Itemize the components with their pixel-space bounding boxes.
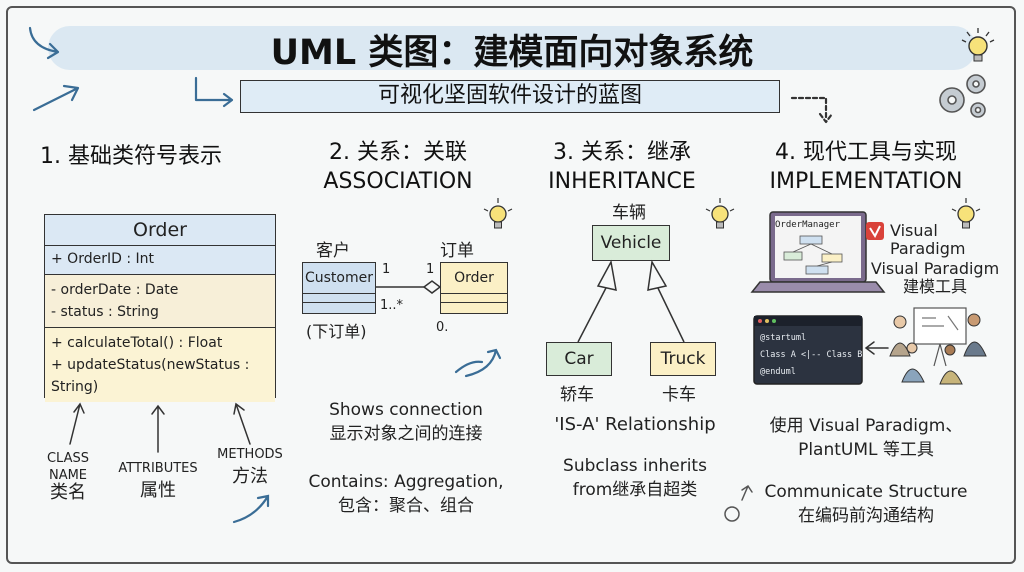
cycle-arrow-icon xyxy=(454,348,502,378)
elbow-arrow-icon xyxy=(194,76,234,108)
arrow-up-right-icon xyxy=(32,84,80,112)
vehicle-label-cn: 车辆 xyxy=(612,203,646,223)
car-label-cn: 轿车 xyxy=(560,385,594,405)
truck-class-box: Truck xyxy=(650,342,716,376)
attribute-status: - status : String xyxy=(51,304,159,320)
attribute-orderid: + OrderID : Int xyxy=(51,251,154,267)
plantuml-code: @startuml Class A <|-- Class B @enduml xyxy=(760,330,862,381)
code-line-2: Class A <|-- Class B xyxy=(760,350,863,360)
attribute-orderdate: - orderDate : Date xyxy=(51,282,179,298)
inheritance-triangle-icon xyxy=(596,259,617,291)
code-line-3: @enduml xyxy=(760,367,796,377)
label-methods: METHODS 方法 xyxy=(217,447,283,487)
inheritance-triangle-icon xyxy=(647,259,668,291)
lightbulb-icon-s4 xyxy=(951,198,981,229)
order-class-box: Order + OrderID : Int - orderDate : Date… xyxy=(44,214,276,402)
visual-paradigm-name: Visual Paradigm xyxy=(890,221,966,258)
customer-label-cn: 客户 xyxy=(316,241,350,261)
code-line-1: @startuml xyxy=(760,333,807,343)
vehicle-class-box: Vehicle xyxy=(592,225,670,261)
title-banner xyxy=(48,26,976,70)
private-attributes: - orderDate : Date - status : String xyxy=(45,274,275,327)
label-attributes: ATTRIBUTES 属性 xyxy=(118,461,198,501)
is-a-relationship: 'IS-A' Relationship xyxy=(554,414,716,435)
gear-arrow-icon xyxy=(724,484,753,522)
multiplicity-right: 1 xyxy=(426,262,435,277)
aggregation-description: Contains: Aggregation, 包含：聚合、组合 xyxy=(308,472,504,516)
customer-class-box: Customer xyxy=(302,262,376,314)
truck-label-cn: 卡车 xyxy=(662,385,696,405)
section3-heading: 3. 关系：继承 INHERITANCE xyxy=(548,140,696,194)
dashed-arrow-icon xyxy=(790,96,834,124)
tools-description: 使用 Visual Paradigm、 PlantUML 等工具 xyxy=(769,416,963,460)
curved-arrow-icon xyxy=(28,26,60,60)
visual-paradigm-caption: Visual Paradigm 建模工具 xyxy=(870,259,1000,296)
association-description: Shows connection 显示对象之间的连接 xyxy=(329,400,483,444)
lightbulb-icon-s3 xyxy=(705,198,735,229)
method-update-status: + updateStatus(newStatus : String) xyxy=(51,357,250,395)
page-title: UML 类图：建模面向对象系统 xyxy=(270,33,754,73)
multiplicity-left: 1 xyxy=(382,262,391,277)
car-class-box: Car xyxy=(546,342,612,376)
section2-heading: 2. 关系：关联 ASSOCIATION xyxy=(323,140,473,194)
communicate-description: Communicate Structure 在编码前沟通结构 xyxy=(764,482,968,526)
arrow-left-icon xyxy=(864,341,889,355)
page-subtitle: 可视化坚固软件设计的蓝图 xyxy=(240,80,780,113)
attributes-arrow-icon xyxy=(151,404,165,453)
label-class-name: CLASS NAME 类名 xyxy=(46,451,89,503)
page-frame xyxy=(6,6,1016,564)
methods-section: + calculateTotal() : Float + updateStatu… xyxy=(45,327,275,402)
laptop-window-title: OrderManager xyxy=(775,220,841,230)
section4-heading: 4. 现代工具与实现 IMPLEMENTATION xyxy=(769,140,963,194)
subclass-description: Subclass inherits from继承自超类 xyxy=(563,456,707,500)
order-label-cn: 订单 xyxy=(440,241,474,261)
gears-icon xyxy=(939,74,986,118)
lightbulb-icon xyxy=(961,28,995,62)
visual-paradigm-logo-icon xyxy=(866,222,884,240)
public-attributes: + OrderID : Int xyxy=(45,245,275,274)
class-name-arrow-icon xyxy=(69,402,85,445)
section1-heading: 1. 基础类符号表示 xyxy=(40,144,222,169)
method-calculate-total: + calculateTotal() : Float xyxy=(51,335,223,351)
customer-class-name: Customer xyxy=(303,263,375,294)
order-class-name: Order xyxy=(45,215,275,245)
methods-arrow-icon xyxy=(233,402,251,445)
multiplicity-zero: 0. xyxy=(436,320,449,335)
order-class-box-s2: Order xyxy=(440,262,508,314)
multiplicity-many: 1..* xyxy=(380,298,404,313)
team-meeting-illustration xyxy=(889,307,987,385)
order-class-name-s2: Order xyxy=(441,263,507,294)
curved-arrow-icon xyxy=(232,494,270,524)
place-order-label: (下订单) xyxy=(306,322,367,341)
